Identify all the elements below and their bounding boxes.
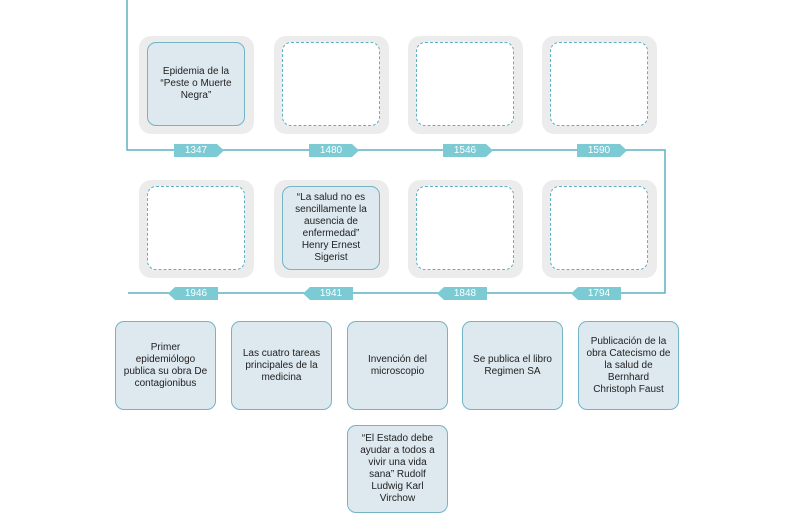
year-tag-1941: 1941 [303, 287, 353, 300]
timeline-slot-1546 [408, 36, 523, 134]
card-text: Publicación de la obra Catecismo de la s… [586, 335, 671, 395]
answer-card[interactable]: Primer epidemiólogo publica su obra De c… [115, 321, 216, 410]
timeline-slot-1946 [139, 180, 254, 278]
year-tag-1590: 1590 [577, 144, 627, 157]
drop-zone-1590[interactable] [550, 42, 648, 126]
year-tag-1480: 1480 [309, 144, 359, 157]
timeline-slot-1794 [542, 180, 657, 278]
drop-zone-1480[interactable] [282, 42, 380, 126]
card-text: Las cuatro tareas principales de la medi… [242, 347, 321, 383]
card-text: Se publica el libro Regimen SA [473, 353, 552, 377]
timeline-slot-1941: “La salud no es sencillamente la ausenci… [274, 180, 389, 278]
year-tag-1347: 1347 [174, 144, 224, 157]
timeline-slot-1347: Epidemia de la “Peste o Muerte Negra” [139, 36, 254, 134]
card-text: “El Estado debe ayudar a todos a vivir u… [360, 433, 435, 504]
timeline-slot-1480 [274, 36, 389, 134]
drop-zone-1946[interactable] [147, 186, 245, 270]
year-tag-1794: 1794 [571, 287, 621, 300]
answer-card[interactable]: Las cuatro tareas principales de la medi… [231, 321, 332, 410]
answer-card[interactable]: Invención del microscopio [347, 321, 448, 410]
year-tag-1946: 1946 [168, 287, 218, 300]
slot-text: Epidemia de la “Peste o Muerte Negra” [160, 66, 232, 101]
drop-zone-1848[interactable] [416, 186, 514, 270]
drop-zone-1794[interactable] [550, 186, 648, 270]
drop-zone-1347[interactable]: Epidemia de la “Peste o Muerte Negra” [147, 42, 245, 126]
year-tag-1546: 1546 [443, 144, 493, 157]
slot-text: “La salud no es sencillamente la ausenci… [295, 192, 367, 263]
answer-card[interactable]: Se publica el libro Regimen SA [462, 321, 563, 410]
card-text: Invención del microscopio [368, 353, 427, 377]
year-tag-1848: 1848 [437, 287, 487, 300]
answer-card[interactable]: Publicación de la obra Catecismo de la s… [578, 321, 679, 410]
drop-zone-1546[interactable] [416, 42, 514, 126]
card-text: Primer epidemiólogo publica su obra De c… [123, 341, 208, 389]
drop-zone-1941[interactable]: “La salud no es sencillamente la ausenci… [282, 186, 380, 270]
timeline-slot-1848 [408, 180, 523, 278]
answer-card[interactable]: “El Estado debe ayudar a todos a vivir u… [347, 425, 448, 513]
timeline-slot-1590 [542, 36, 657, 134]
